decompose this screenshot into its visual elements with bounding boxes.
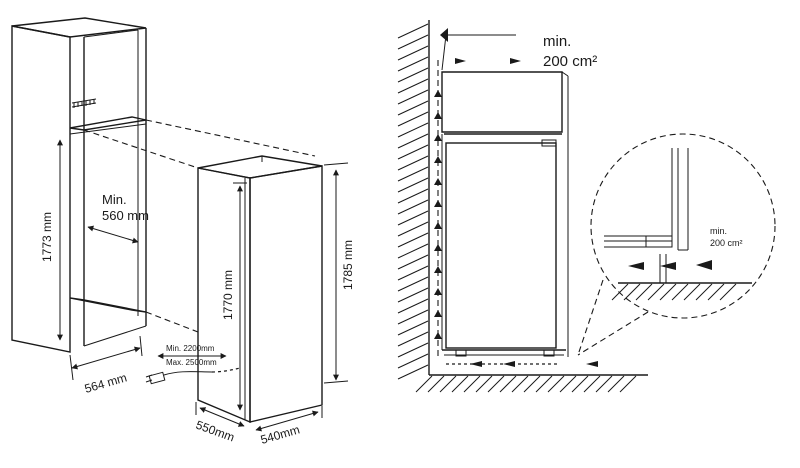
cable-min-label: Min. 2200mm xyxy=(166,344,215,353)
niche-width-label-2: 560 mm xyxy=(102,208,149,223)
up-arrow-icon xyxy=(434,156,442,163)
bottom-intake-arrows xyxy=(446,361,598,367)
appliance-total-height-dimension: 1785 mm xyxy=(323,162,355,384)
up-arrow-icon xyxy=(434,178,442,185)
up-arrow-icon xyxy=(434,332,442,339)
bottom-vent-label-2: 200 cm² xyxy=(710,238,743,248)
up-arrow-icon xyxy=(434,288,442,295)
vent-grille xyxy=(71,98,97,108)
cabinet-height-dimension: 1773 mm xyxy=(40,139,63,341)
cable-max-label: Max. 2500mm xyxy=(166,358,217,367)
appliance-body xyxy=(197,155,323,424)
top-vent-arrow xyxy=(440,28,521,71)
cabinet-housing xyxy=(11,17,147,353)
up-arrow-icon xyxy=(434,266,442,273)
up-arrow-icon xyxy=(434,134,442,141)
built-in-appliance xyxy=(441,134,566,357)
up-arrow-icon xyxy=(434,200,442,207)
upper-cabinet xyxy=(441,71,569,357)
up-arrow-icon xyxy=(434,112,442,119)
floor-hatching xyxy=(415,375,637,393)
appliance-depth-label: 550mm xyxy=(194,418,236,445)
appliance-height-label: 1770 mm xyxy=(221,270,235,320)
appliance-total-height-label: 1785 mm xyxy=(341,240,355,290)
niche-width-dimension: Min. 560 mm xyxy=(87,192,149,244)
niche-depth-label: 564 mm xyxy=(83,370,129,395)
detail-floor-hatching xyxy=(611,283,737,301)
up-arrow-icon xyxy=(434,90,442,97)
power-cable: Min. 2200mm Max. 2500mm xyxy=(145,344,241,385)
niche-depth-dimension: 564 mm xyxy=(69,335,143,396)
wall-hatching xyxy=(397,23,429,380)
rising-air-line xyxy=(434,60,442,360)
niche-width-label-1: Min. xyxy=(102,192,127,207)
up-arrow-icon xyxy=(434,222,442,229)
up-arrow-icon xyxy=(434,310,442,317)
appliance-width-label: 540mm xyxy=(259,422,301,446)
top-vent-label-1: min. xyxy=(543,33,571,50)
projection-lines xyxy=(83,119,316,333)
detail-magnifier xyxy=(577,133,776,356)
cabinet-height-label: 1773 mm xyxy=(40,212,54,262)
bottom-vent-label-1: min. xyxy=(710,226,727,236)
top-vent-label-2: 200 cm² xyxy=(543,53,597,70)
up-arrow-icon xyxy=(434,244,442,251)
wall xyxy=(397,20,648,393)
appliance-height-dimension: 1770 mm xyxy=(221,182,247,411)
